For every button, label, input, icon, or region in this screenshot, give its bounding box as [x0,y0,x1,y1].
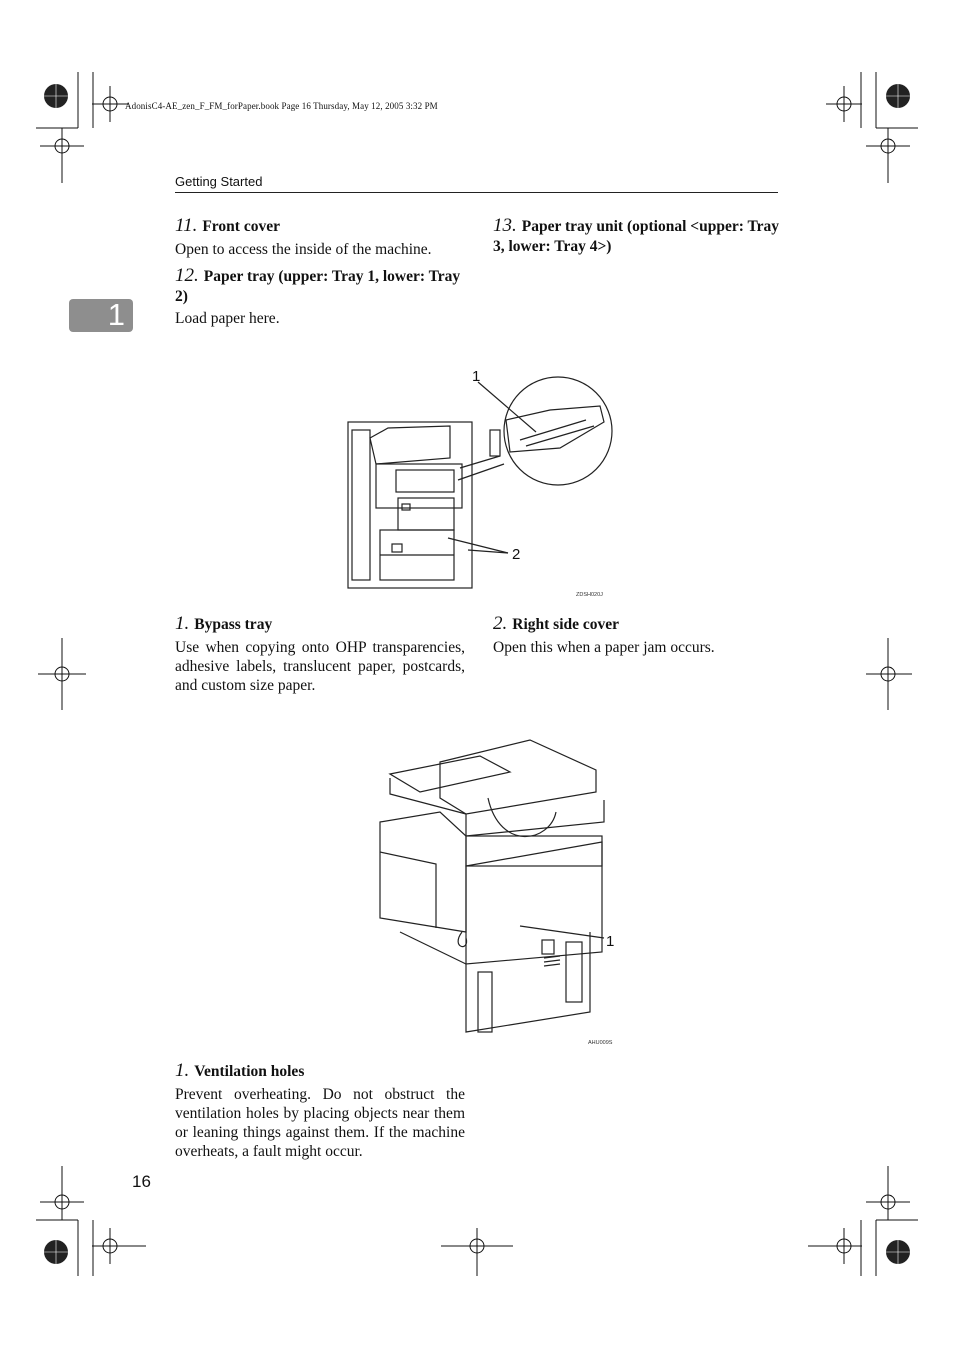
running-head: Getting Started [175,174,263,189]
item-number: 13. [493,215,517,236]
item-right-side-cover: 2.Right side cover Open this when a pape… [493,614,781,657]
item-body: Load paper here. [175,310,280,327]
item-body: Open to access the inside of the machine… [175,241,432,258]
item-title: Right side cover [512,616,620,633]
item-title: Paper tray unit (optional <upper: Tray 3… [493,218,780,255]
item-title: Bypass tray [194,616,273,633]
figure-code: AHU009S [588,1040,613,1046]
item-paper-tray-unit: 13.Paper tray unit (optional <upper: Tra… [493,216,781,257]
item-front-cover: 11.Front cover Open to access the inside… [175,216,465,259]
item-number: 1. [175,613,190,634]
item-paper-tray: 12.Paper tray (upper: Tray 1, lower: Tra… [175,266,465,328]
callout-1: 1 [606,933,614,950]
item-number: 1. [175,1060,190,1081]
item-number: 12. [175,265,199,286]
item-body: Use when copying onto OHP transparencies… [175,639,465,694]
item-title: Front cover [202,218,280,235]
header-rule [175,192,778,193]
chapter-tab: 1 [69,297,133,332]
page-number: 16 [132,1172,151,1191]
item-bypass-tray: 1.Bypass tray Use when copying onto OHP … [175,614,465,695]
item-ventilation-holes: 1.Ventilation holes Prevent overheating.… [175,1061,465,1161]
callout-1: 1 [472,368,480,385]
chapter-number: 1 [107,297,125,332]
item-body: Open this when a paper jam occurs. [493,639,715,656]
item-title: Ventilation holes [194,1063,305,1080]
callout-2: 2 [512,546,520,563]
item-number: 11. [175,215,198,236]
figure-ventilation-holes: 1 [379,739,614,1033]
item-body: Prevent overheating. Do not obstruct the… [175,1086,465,1160]
item-title: Paper tray (upper: Tray 1, lower: Tray 2… [175,268,461,305]
figure-code: ZDSH020J [576,592,603,598]
figure-bypass-tray: 1 2 [347,368,613,589]
file-info: AdonisC4-AE_zen_F_FM_forPaper.book Page … [125,101,438,111]
item-number: 2. [493,613,508,634]
